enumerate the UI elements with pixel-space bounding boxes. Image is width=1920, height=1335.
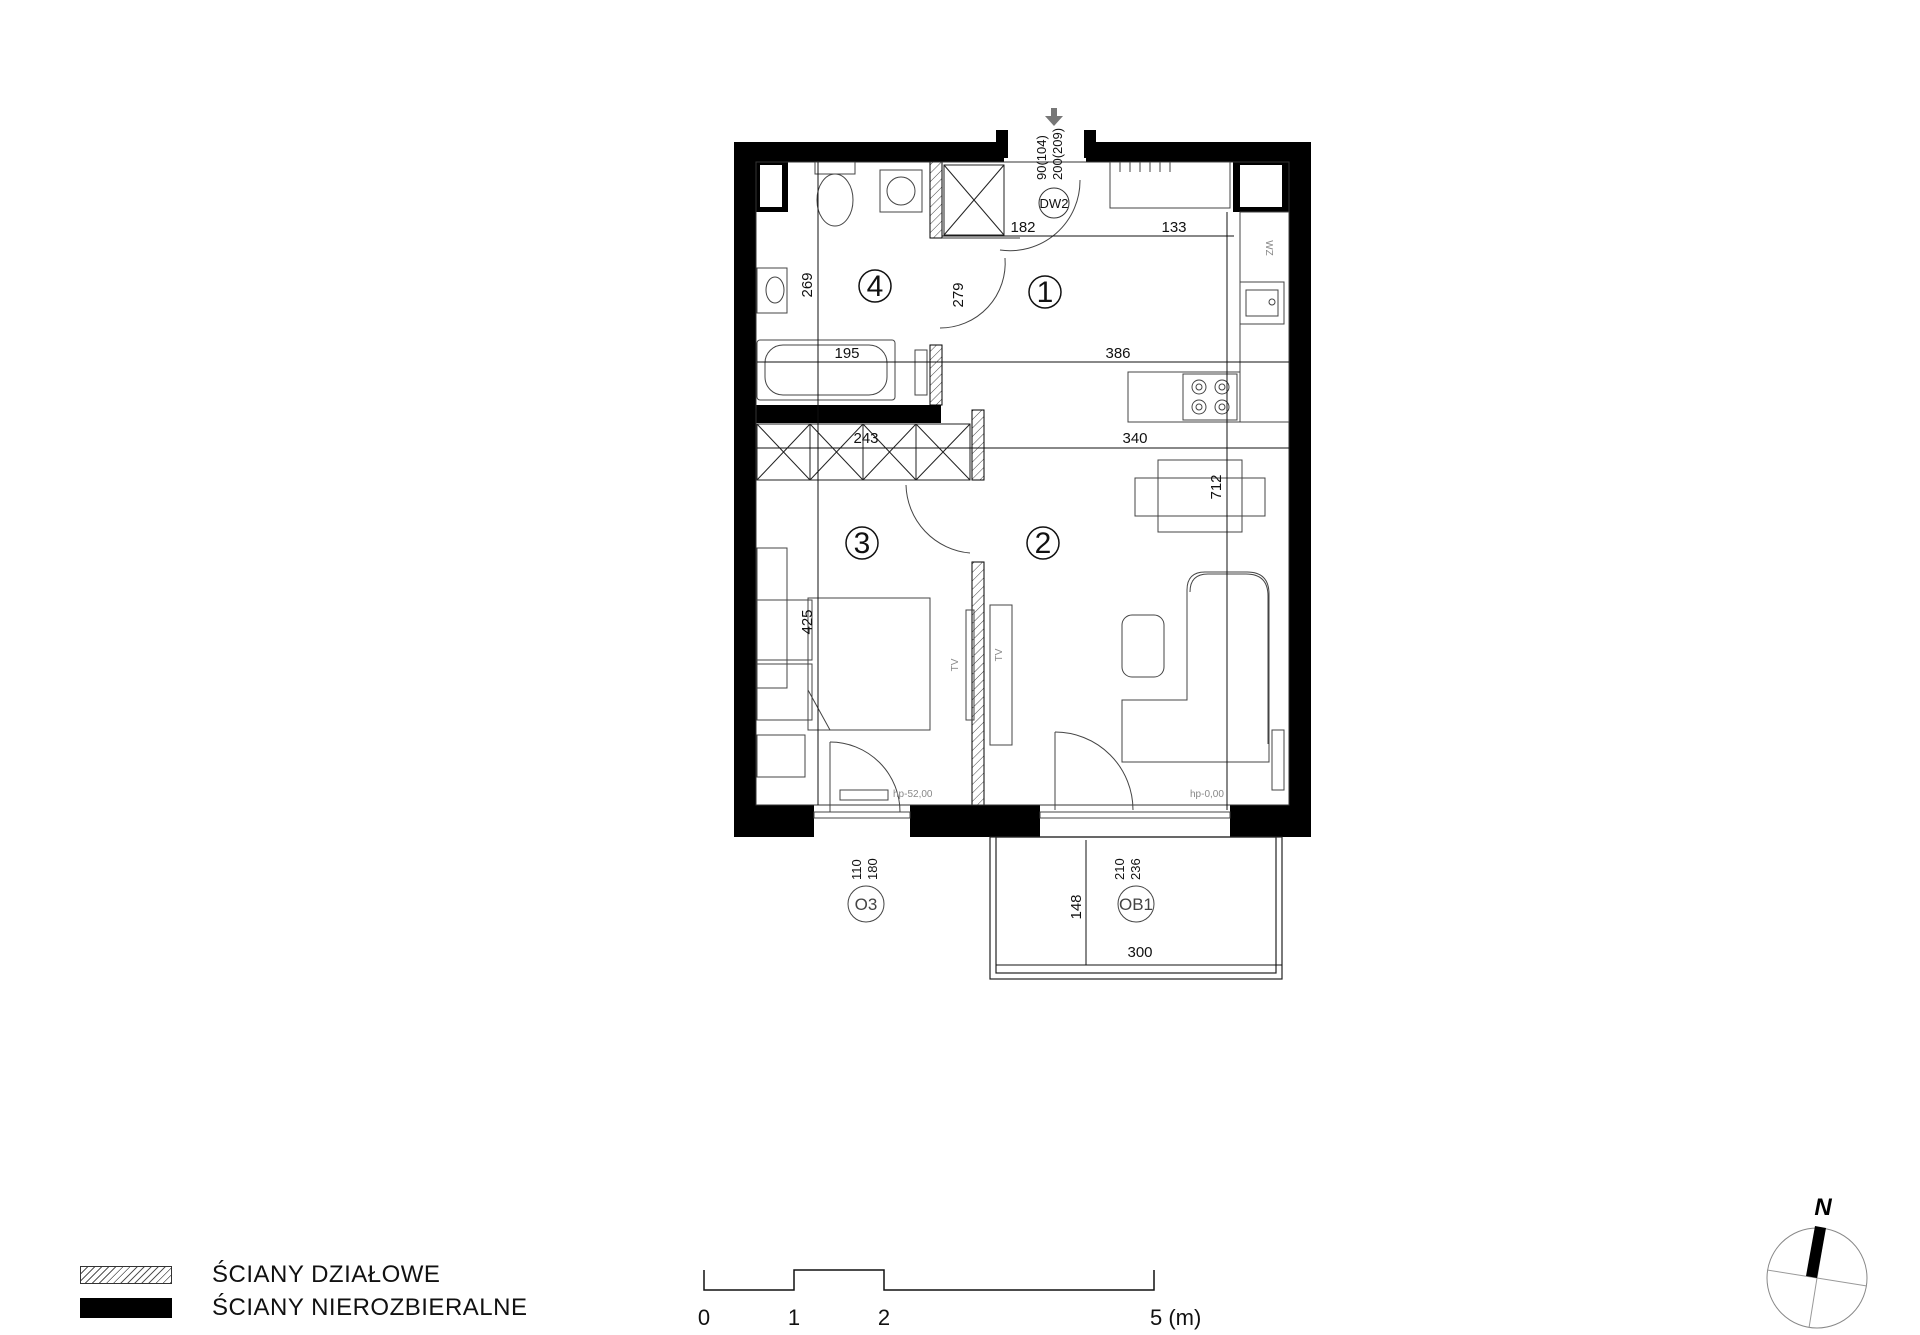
scale-tick-1: 1 [788, 1305, 800, 1330]
window-living-tag: OB1 [1119, 895, 1153, 914]
living-furniture [1121, 571, 1285, 791]
dining-table [1134, 459, 1266, 533]
structural-wall-swatch [80, 1297, 172, 1318]
scale-tick-5: 5 (m) [1150, 1305, 1201, 1330]
room-number-2: 2 [1035, 527, 1052, 560]
wz-label: WZ [1263, 240, 1274, 256]
partition-wall-swatch [80, 1265, 172, 1284]
window-bedroom-size-bottom: 180 [865, 858, 880, 880]
door-main-size-bottom: 200(209) [1050, 128, 1065, 180]
window-living-size-top: 210 [1112, 858, 1127, 880]
room-number-3: 3 [854, 527, 871, 560]
dim-entry-width: 182 [1010, 219, 1035, 236]
dim-kitchen-width: 386 [1105, 345, 1130, 362]
partition-walls [929, 161, 985, 806]
dim-balcony-width: 300 [1127, 944, 1152, 961]
entry-arrow-icon [1045, 108, 1063, 126]
dim-living-height: 712 [1208, 474, 1225, 499]
legend-partition-label: ŚCIANY DZIAŁOWE [212, 1260, 441, 1288]
compass-icon [1766, 1226, 1868, 1329]
wardrobe-hall [943, 164, 1005, 236]
window-bedroom-tag-circle [847, 885, 885, 923]
window-bedroom-tag: O3 [855, 895, 878, 914]
scale-bar [703, 1269, 1155, 1291]
legend-row-structural: ŚCIANY NIEROZBIERALNE [80, 1291, 527, 1324]
window-bedroom-size-top: 110 [849, 859, 864, 880]
legend: ŚCIANY DZIAŁOWE ŚCIANY NIEROZBIERALNE [80, 1258, 527, 1324]
room-markers [845, 269, 1062, 560]
balcony [989, 836, 1283, 980]
door-main-size-top: 90(104) [1034, 135, 1049, 180]
dim-hall-height: 279 [950, 282, 967, 307]
dim-bath-height: 269 [799, 272, 816, 297]
door-swings [829, 179, 1134, 813]
floor-level-bedroom: hp-52,00 [893, 789, 933, 800]
kitchen-units [1109, 161, 1290, 423]
dim-living-width: 340 [1122, 430, 1147, 447]
tv-label-2: TV [994, 648, 1005, 661]
room-number-4: 4 [867, 270, 884, 303]
bedroom-furniture [756, 547, 931, 801]
dim-bath-width: 195 [834, 345, 859, 362]
tv-label-1: TV [950, 658, 961, 671]
bathroom-fixtures [756, 161, 928, 401]
compass-north-label: N [1814, 1194, 1832, 1221]
door-main-tag-circle [1038, 187, 1070, 219]
windows [813, 811, 1231, 819]
dim-bedroom-height: 425 [799, 609, 816, 634]
room-number-1: 1 [1037, 276, 1054, 309]
legend-row-partition: ŚCIANY DZIAŁOWE [80, 1258, 527, 1291]
dimension-lines [757, 162, 1289, 966]
door-main-tag: DW2 [1040, 196, 1069, 211]
floor-level-living: hp-0,00 [1190, 789, 1224, 800]
dim-bedroom-width: 243 [853, 430, 878, 447]
scale-tick-2: 2 [878, 1305, 890, 1330]
window-living-size-bottom: 236 [1128, 858, 1143, 880]
tv-cabinet [965, 604, 1013, 746]
window-living-tag-circle [1117, 885, 1155, 923]
scale-tick-0: 0 [698, 1305, 710, 1330]
dim-kitchen-top: 133 [1161, 219, 1186, 236]
inner-outline [755, 161, 1290, 806]
wardrobe-bedroom [756, 423, 971, 481]
legend-structural-label: ŚCIANY NIEROZBIERALNE [212, 1293, 528, 1321]
dim-balcony-depth: 148 [1068, 894, 1085, 919]
